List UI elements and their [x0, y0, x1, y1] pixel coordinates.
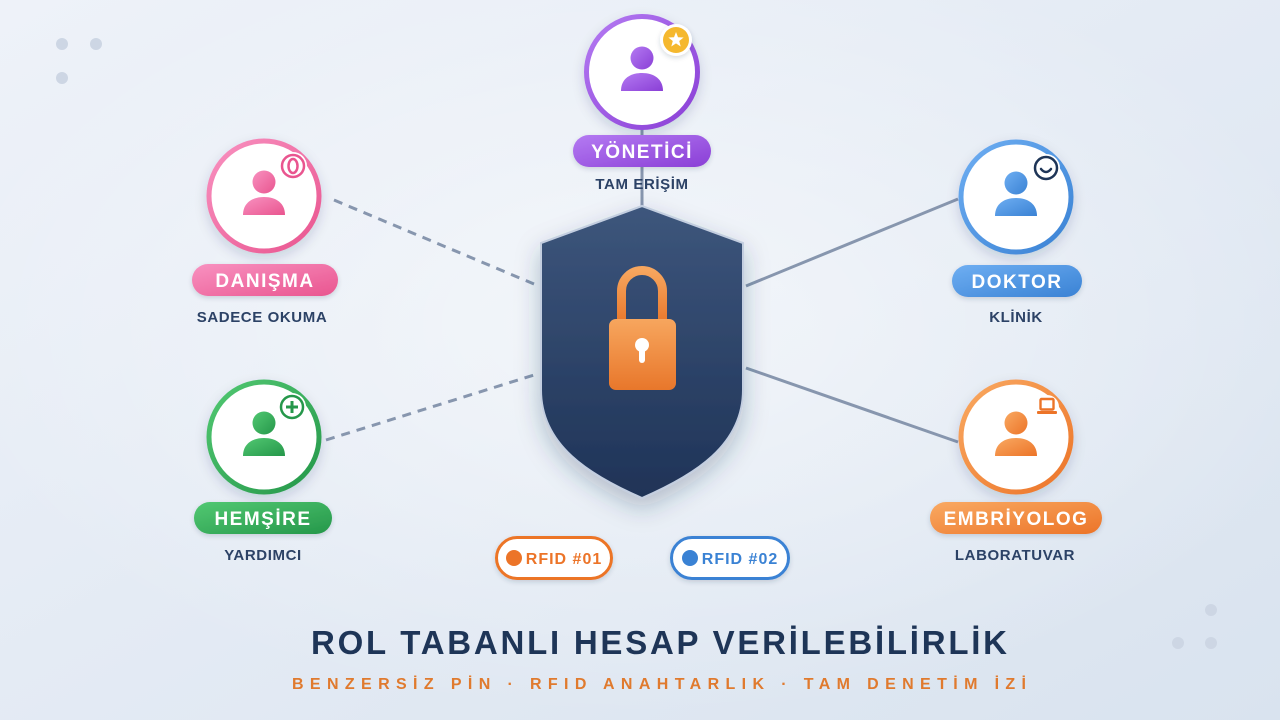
- rfid-dot-icon: [682, 550, 698, 566]
- rfid-tag-label: RFID #02: [702, 551, 778, 568]
- role-label-embriyolog: EMBRİYOLOG: [944, 509, 1089, 530]
- person-icon: [243, 170, 285, 215]
- ring-icon: [279, 152, 307, 180]
- role-pill: [573, 135, 711, 167]
- rfid-tag-01: RFID #01: [495, 536, 613, 580]
- decorative-dots-top-left: [56, 38, 102, 84]
- lock-icon: [609, 266, 676, 390]
- link-danisma: [333, 198, 535, 286]
- role-pill: [192, 264, 338, 296]
- link-embriyolog: [745, 366, 959, 444]
- role-label-yonetici: YÖNETİCİ: [591, 142, 693, 163]
- rfid-tag-pill: [495, 536, 613, 580]
- role-pill: [194, 502, 332, 534]
- rfid-tag-label: RFID #01: [526, 551, 602, 568]
- link-hemsire: [325, 373, 535, 442]
- role-node-embriyolog: EMBRİYOLOG LABORATUVAR: [930, 379, 1102, 564]
- smile-icon: [1032, 154, 1060, 182]
- role-access-hemsire: YARDIMCI: [224, 547, 302, 564]
- role-node-hemsire: HEMŞİRE YARDIMCI: [194, 379, 332, 564]
- role-node-yonetici: YÖNETİCİ TAM ERİŞİM: [573, 14, 711, 193]
- decorative-dots-bottom-right: [1172, 604, 1217, 649]
- page-title: ROL TABANLI HESAP VERİLEBİLİRLİK: [311, 624, 1007, 661]
- role-label-hemsire: HEMŞİRE: [214, 509, 311, 530]
- person-icon: [621, 46, 663, 91]
- plus-icon: [278, 393, 306, 421]
- rfid-tag-02: RFID #02: [670, 536, 790, 580]
- role-pill: [952, 265, 1082, 297]
- role-label-danisma: DANIŞMA: [215, 271, 314, 292]
- role-access-embriyolog: LABORATUVAR: [955, 547, 1075, 564]
- security-shield: [540, 204, 744, 500]
- role-access-yonetici: TAM ERİŞİM: [595, 176, 688, 193]
- rfid-tag-pill: [670, 536, 790, 580]
- rfid-dot-icon: [506, 550, 522, 566]
- role-access-doktor: KLİNİK: [989, 309, 1043, 326]
- person-icon: [995, 171, 1037, 216]
- link-doktor: [745, 197, 959, 288]
- star-icon: [660, 24, 692, 56]
- role-access-danisma: SADECE OKUMA: [197, 309, 328, 326]
- laptop-icon: [1035, 395, 1059, 419]
- role-label-doktor: DOKTOR: [972, 272, 1063, 293]
- person-icon: [243, 411, 285, 456]
- role-node-danisma: DANIŞMA SADECE OKUMA: [192, 138, 338, 326]
- person-icon: [995, 411, 1037, 456]
- role-pill: [930, 502, 1102, 534]
- role-node-doktor: DOKTOR KLİNİK: [952, 139, 1082, 326]
